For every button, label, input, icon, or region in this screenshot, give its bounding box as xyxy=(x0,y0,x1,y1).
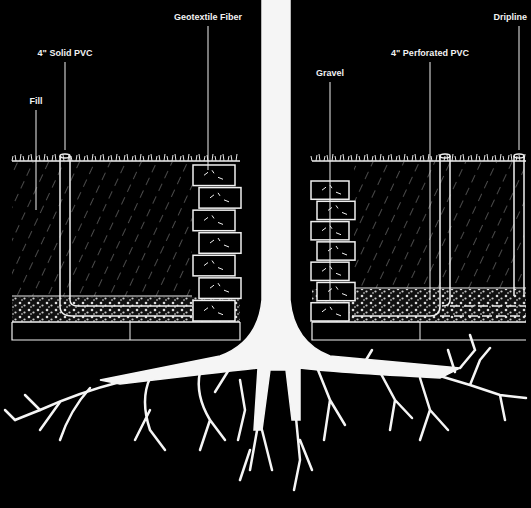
wall-stone xyxy=(193,255,235,276)
part-label: 4" Solid PVC xyxy=(38,48,93,59)
wall-stone xyxy=(317,282,355,300)
wall-stone xyxy=(193,300,235,321)
part-label: Gravel xyxy=(316,68,344,79)
wall-stone xyxy=(199,188,241,209)
wall-stone xyxy=(199,233,241,254)
part-label: 4" Perforated PVC xyxy=(391,48,469,59)
part-label: Fill xyxy=(30,96,43,107)
wall-stone xyxy=(317,242,355,260)
wall-stone xyxy=(193,165,235,186)
part-label: Dripline xyxy=(493,12,527,23)
wall-stone xyxy=(199,278,241,299)
wall-stone xyxy=(193,210,235,231)
wall-stone xyxy=(317,201,355,219)
part-label: Geotextile Fiber xyxy=(174,12,242,23)
wall-stone xyxy=(311,303,349,321)
